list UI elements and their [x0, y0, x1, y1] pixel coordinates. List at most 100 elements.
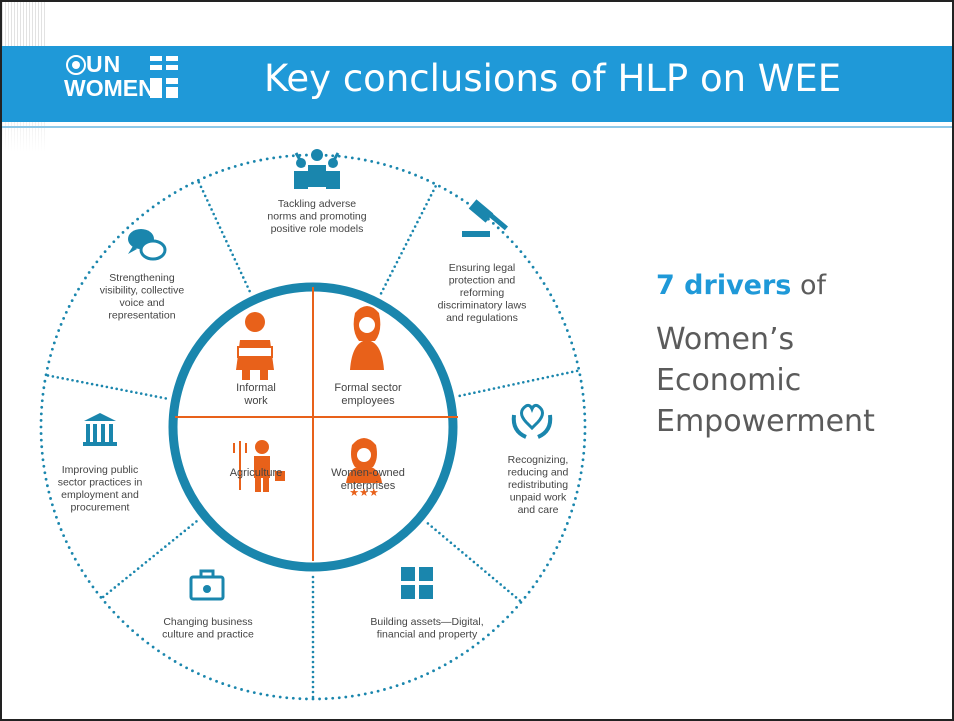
- ring-dot: [108, 245, 111, 249]
- ring-dot: [108, 605, 111, 609]
- spoke-dot: [51, 375, 55, 378]
- side-heading-rest: of: [791, 270, 826, 301]
- un-women-logo: UN WOMEN: [64, 52, 155, 100]
- driver-label-line: protection and: [449, 275, 516, 287]
- quadrant-label-line: Formal sector: [334, 382, 402, 394]
- ring-dot: [215, 171, 218, 175]
- ring-dot: [57, 329, 61, 332]
- spoke-dot: [510, 592, 514, 596]
- sector-dividers: [46, 180, 579, 699]
- spoke-dot: [426, 522, 430, 525]
- ring-dot: [173, 191, 177, 194]
- spoke-dot: [140, 564, 144, 567]
- ring-dot: [527, 590, 531, 594]
- ring-dot: [583, 425, 587, 429]
- ring-dot: [62, 534, 66, 538]
- ring-dot: [535, 271, 539, 274]
- ring-dot: [185, 666, 188, 670]
- spoke-dot: [458, 394, 462, 398]
- spoke-dot: [311, 675, 315, 679]
- spoke-dot: [159, 396, 163, 399]
- ring-dot: [389, 686, 393, 690]
- spoke-dot: [517, 382, 520, 385]
- ring-dot: [583, 419, 587, 422]
- ring-dot: [506, 235, 510, 239]
- ring-dot: [40, 405, 44, 409]
- ring-dot: [572, 503, 576, 507]
- ring-dot: [46, 366, 49, 370]
- ring-dot: [70, 552, 74, 555]
- ring-dot: [460, 653, 464, 656]
- ring-dot: [389, 164, 393, 168]
- spoke-dot: [411, 229, 415, 233]
- spoke-dot: [110, 386, 114, 390]
- ring-dot: [95, 590, 99, 594]
- spoke-dot: [418, 216, 421, 219]
- puzzle-pieces-icon: [401, 567, 433, 599]
- ring-dot: [486, 633, 490, 637]
- ring-dot: [116, 615, 120, 619]
- ring-dot: [131, 629, 135, 632]
- spoke-dot: [203, 194, 207, 198]
- ring-dot: [337, 154, 341, 158]
- ring-dot: [565, 329, 569, 332]
- ring-dot: [331, 696, 335, 700]
- ring-dot: [350, 156, 354, 160]
- ring-dot: [580, 464, 584, 468]
- driver-label-line: and regulations: [446, 312, 518, 324]
- ring-dot: [376, 161, 380, 165]
- ring-dot: [40, 445, 44, 449]
- ring-dot: [583, 432, 587, 435]
- ring-dot: [252, 160, 256, 163]
- ring-dot: [519, 250, 523, 254]
- ring-dot: [501, 620, 505, 624]
- ring-dot: [552, 299, 556, 302]
- ring-dot: [575, 490, 579, 494]
- ring-dot: [59, 528, 63, 531]
- ring-dot: [43, 379, 47, 383]
- spoke-dot: [413, 225, 417, 228]
- ring-dot: [179, 663, 183, 667]
- spoke-dot: [386, 278, 390, 282]
- spoke-dot: [518, 599, 522, 602]
- ring-dot: [496, 226, 500, 230]
- ring-dot: [583, 412, 587, 416]
- spoke-dot: [311, 680, 315, 684]
- spoke-dot: [160, 548, 163, 552]
- ring-dot: [577, 484, 580, 488]
- spoke-dot: [125, 389, 128, 393]
- spoke-dot: [148, 557, 152, 561]
- ring-dot: [99, 595, 103, 599]
- spoke-dot: [130, 390, 133, 394]
- spoke-dot: [144, 393, 148, 396]
- spoke-dot: [384, 283, 387, 286]
- spoke-dot: [216, 221, 220, 225]
- ring-dot: [324, 697, 328, 701]
- ring-dot: [370, 691, 374, 694]
- spoke-dot: [237, 267, 241, 270]
- spoke-dot: [546, 375, 550, 379]
- ring-dot: [141, 637, 145, 641]
- spoke-dot: [61, 377, 64, 380]
- spoke-dot: [214, 217, 218, 220]
- spoke-dot: [379, 292, 383, 295]
- driver-label-line: Tackling adverse: [278, 198, 356, 210]
- briefcase-icon: [189, 569, 225, 601]
- spoke-dot: [244, 280, 247, 284]
- woman-professional-icon: [350, 306, 384, 370]
- spoke-dot: [512, 383, 515, 386]
- ring-dot: [331, 154, 335, 158]
- spoke-dot: [391, 269, 394, 273]
- ring-dot: [527, 260, 531, 264]
- driver-label-line: norms and promoting: [267, 211, 366, 223]
- spoke-dot: [311, 695, 315, 699]
- ring-dot: [455, 194, 458, 198]
- spoke-dot: [129, 573, 132, 577]
- quadrant-label-line: Women-owned: [331, 467, 405, 479]
- ring-dot: [46, 484, 49, 488]
- ring-dot: [414, 173, 417, 177]
- ring-dot: [252, 691, 256, 694]
- ring-dot: [80, 569, 84, 572]
- ring-dot: [324, 153, 328, 157]
- ring-dot: [357, 157, 361, 161]
